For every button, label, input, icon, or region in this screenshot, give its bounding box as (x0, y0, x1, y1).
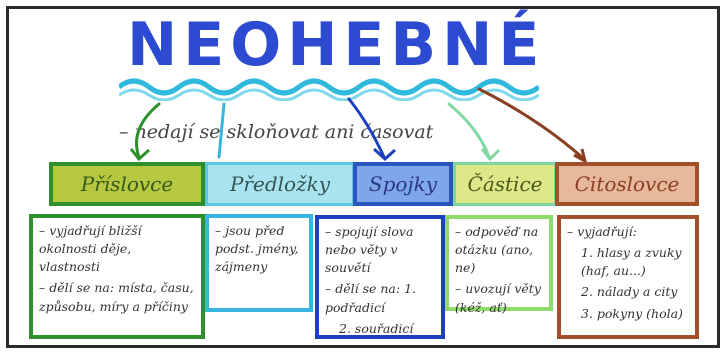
description-line: – odpověď na otázku (ano, ne) (455, 224, 539, 276)
arrow-castice (447, 102, 491, 159)
description-line: 1. hlasy a zvuky (haf, au...) (581, 245, 682, 279)
subtitle: – nedají se skloňovat ani časovat (119, 121, 434, 143)
description-line: 2. nálady a city (581, 284, 678, 300)
description-line: 3. pokyny (hola) (581, 305, 683, 321)
description-line: – vyjadřují: (567, 224, 637, 239)
category-prislovce: Příslovce (49, 162, 205, 206)
title-wave-underline (119, 78, 539, 101)
category-castice: Částice (453, 162, 557, 206)
description-line: – dělí se na: 1. podřadicí (325, 281, 416, 315)
description-line: – uvozují věty (kéž, ať) (455, 281, 541, 315)
description-line: – dělí se na: místa, času, způsobu, míry… (39, 280, 194, 314)
description-line: 2. souřadicí (339, 320, 414, 336)
poster-title: NEOHEBNÉ (127, 10, 546, 80)
spojky-description: – spojují slova nebo věty v souvětí – dě… (315, 215, 445, 339)
citoslovce-description: – vyjadřují: 1. hlasy a zvuky (haf, au..… (557, 215, 699, 339)
prislovce-description: – vyjadřují bližší okolnosti děje, vlast… (29, 214, 205, 339)
description-line: – vyjadřují bližší okolnosti děje, vlast… (39, 223, 142, 275)
poster-frame: NEOHEBNÉ – nedají se skloňovat ani časov… (6, 6, 720, 348)
category-spojky: Spojky (353, 162, 453, 206)
category-predlozky: Předložky (205, 162, 355, 206)
castice-description: – odpověď na otázku (ano, ne) – uvozují … (445, 215, 553, 315)
category-citoslovce: Citoslovce (555, 162, 699, 206)
predlozky-description: – jsou před podst. jmény, zájmeny (205, 214, 313, 312)
description-line: – jsou před podst. jmény, zájmeny (215, 223, 299, 275)
description-line: – spojují slova nebo věty v souvětí (325, 224, 414, 276)
